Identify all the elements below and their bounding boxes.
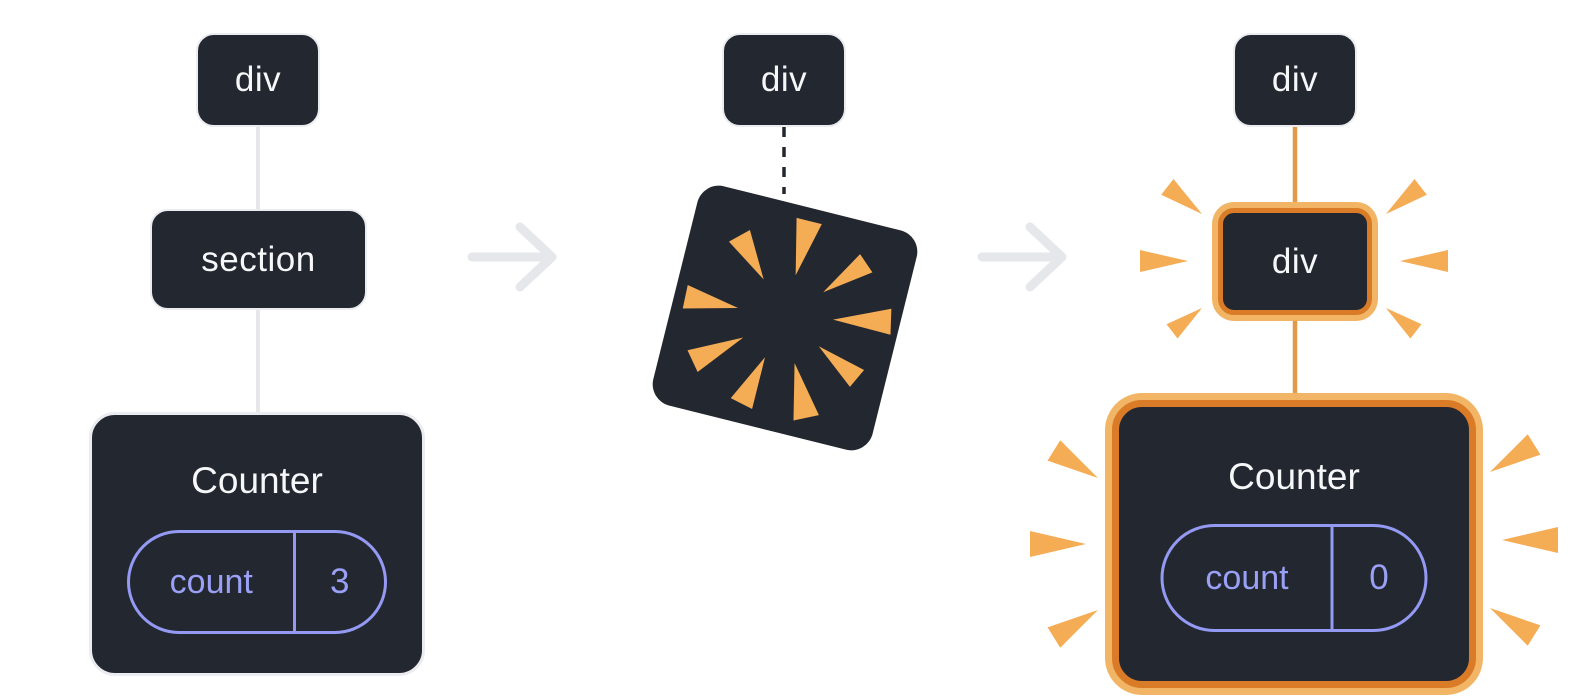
spark-icon [1386, 179, 1427, 214]
node-label: div [760, 60, 808, 99]
spark-icon [1161, 179, 1202, 214]
tree-node-root-before: div [196, 33, 320, 127]
node-label: div [234, 60, 282, 99]
spark-icon [1502, 527, 1558, 553]
arrow-right-icon [977, 222, 1067, 292]
node-label: div [1271, 60, 1319, 99]
explosion-icon [652, 185, 918, 451]
node-label: div [1271, 241, 1319, 281]
component-title: Counter [191, 460, 323, 501]
spark-icon [1400, 250, 1448, 272]
spark-icon [1030, 531, 1086, 557]
tree-node-root-transition: div [722, 33, 846, 127]
component-title: Counter [1228, 456, 1360, 497]
spark-icon [1047, 610, 1098, 648]
tree-node-section-before: section [150, 209, 367, 310]
spark-icon [1490, 434, 1541, 472]
burst-icon [682, 217, 892, 421]
counter-component-before: Counter count 3 [89, 412, 425, 676]
pill-divider [1330, 527, 1334, 629]
node-label: section [201, 239, 316, 279]
spark-icon [1047, 440, 1098, 478]
state-key: count [1205, 558, 1289, 597]
arrow-right-icon [467, 222, 557, 292]
spark-icon [1386, 308, 1422, 339]
state-value: 0 [1369, 558, 1389, 597]
spark-icon [1140, 250, 1188, 272]
state-value: 3 [330, 562, 350, 601]
spark-icon [1166, 308, 1202, 339]
tree-node-root-after: div [1233, 33, 1357, 127]
tree-node-div-after-highlighted: div [1218, 208, 1372, 315]
state-pill: count 0 [1160, 524, 1428, 632]
pill-divider [292, 533, 296, 631]
spark-icon [1490, 608, 1541, 646]
state-key: count [169, 562, 253, 601]
counter-component-after-highlighted: Counter count 0 [1112, 400, 1476, 688]
state-pill: count 3 [127, 530, 387, 634]
